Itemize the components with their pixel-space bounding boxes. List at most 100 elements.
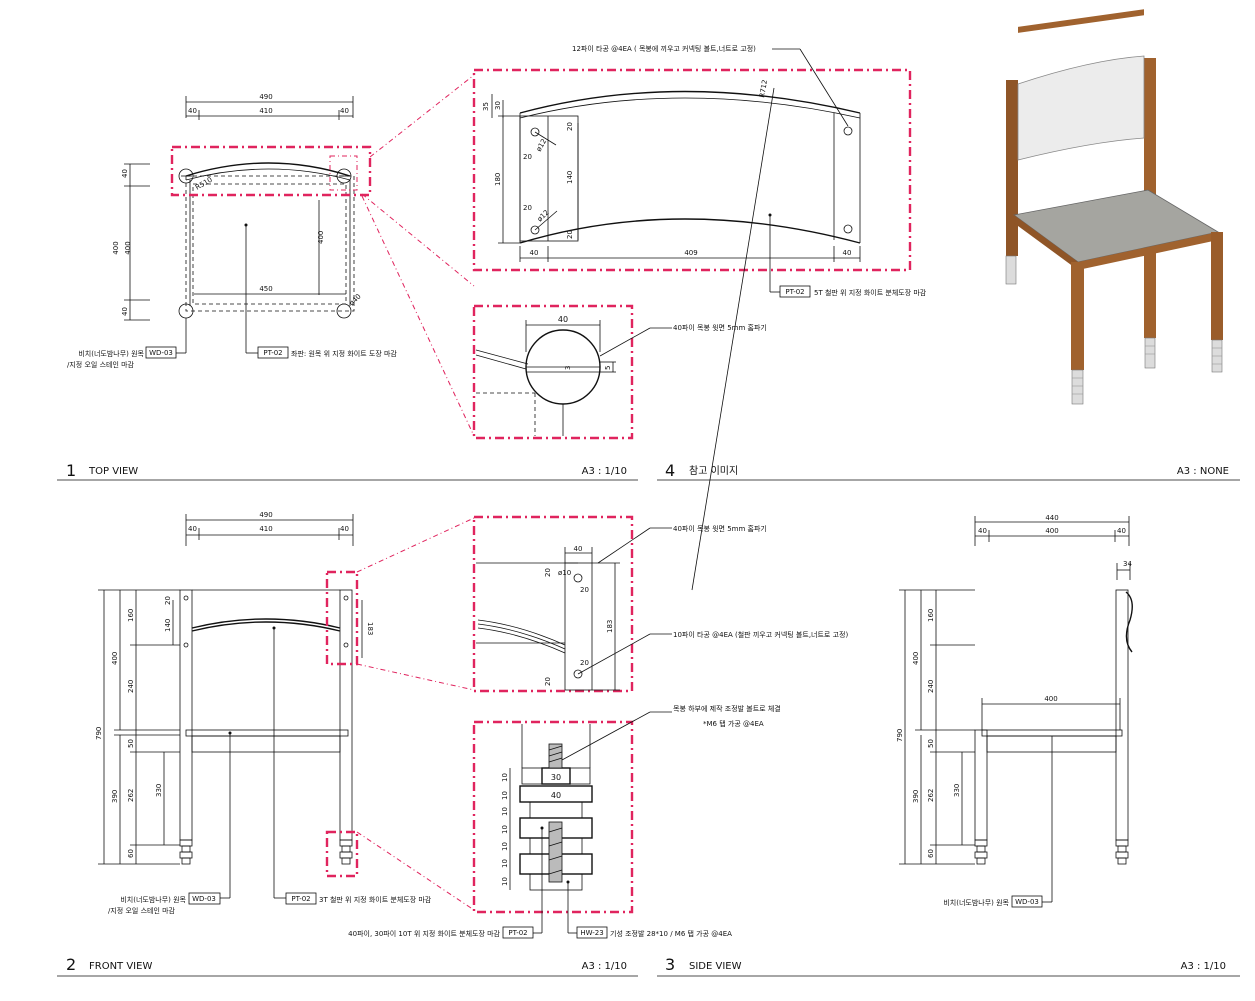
dim-foot-30: 30 (551, 773, 561, 782)
dim-top-h400: 400 (112, 241, 120, 254)
reference-chair-image (1005, 9, 1223, 405)
dim-side-400v: 400 (912, 652, 920, 665)
side-view-title: SIDE VIEW (689, 961, 742, 972)
reference-title: 참고 이미지 (689, 465, 738, 477)
dim-foot-40: 40 (551, 791, 561, 800)
tag-side-wd03: WD-03 (1015, 898, 1039, 906)
dim-detail-409: 409 (684, 249, 697, 257)
dim-plate-10: ø10 (558, 569, 571, 577)
dim-front-330: 330 (155, 784, 163, 797)
dim-side-40b: 40 (1117, 527, 1126, 535)
dim-front-50: 50 (127, 739, 135, 748)
note-front-pt02: 3T 철판 위 지정 화이트 분체도장 마감 (319, 895, 432, 904)
note-front-groove: 40파이 목봉 윗면 5mm 홈파기 (673, 524, 767, 533)
dim-plate-20d: 20 (544, 677, 552, 686)
dim-side-440: 440 (1045, 514, 1058, 522)
dim-foot-t7: 10 (501, 877, 509, 886)
dim-plate-20b: 20 (580, 586, 589, 594)
dim-front-40a: 40 (188, 525, 197, 533)
note-front-wood-l2: /지정 오일 스테인 마감 (108, 906, 176, 915)
dim-top-h400-inner: 400 (124, 241, 132, 254)
dim-detail-12a: ø12 (535, 138, 549, 153)
reference-number: 4 (665, 461, 675, 480)
note-bolt-l1: 목봉 하부에 제작 조정발 볼트로 체결 (673, 704, 781, 713)
dim-side-390: 390 (912, 790, 920, 803)
dim-side-34: 34 (1123, 560, 1132, 568)
plate-detail-drawing: 40 20 ø10 20 183 20 20 40파이 목봉 윗면 5mm 홈파… (472, 515, 848, 693)
note-foot-pt02: 40파이, 30파이 10T 위 지정 화이트 분체도장 마감 (348, 929, 500, 938)
dim-front-410: 410 (259, 525, 272, 533)
note-top-wood-l2: /지정 오일 스테인 마감 (67, 360, 135, 369)
dim-foot-t2: 10 (501, 791, 509, 800)
dim-front-490: 490 (259, 511, 272, 519)
dim-detail-20c: 20 (523, 204, 532, 212)
dim-front-60: 60 (127, 849, 135, 858)
note-bolt-l2: *M6 탭 가공 @4EA (703, 719, 764, 728)
dim-front-183: 183 (366, 622, 374, 635)
tag-foot-pt02: PT-02 (508, 929, 527, 937)
dim-top-410: 410 (259, 107, 272, 115)
front-view-number: 2 (66, 955, 76, 974)
dim-detail-35: 35 (482, 102, 490, 111)
dim-foot-t5: 10 (501, 842, 509, 851)
dim-front-160: 160 (127, 609, 135, 622)
dim-foot-t4: 10 (501, 825, 509, 834)
dim-detail-40a: 40 (530, 249, 539, 257)
dim-top-h40b: 40 (121, 307, 129, 316)
dim-plate-20c: 20 (580, 659, 589, 667)
side-view-drawing: 440 40 400 40 34 790 400 390 160 240 50 … (896, 514, 1133, 908)
dim-side-400: 400 (1045, 527, 1058, 535)
reference-scale: A3 : NONE (1177, 466, 1229, 477)
note-top-pt02: 5T 철판 위 지정 화이트 분체도장 마감 (814, 288, 927, 297)
front-view-title: FRONT VIEW (89, 961, 152, 972)
dim-side-330: 330 (953, 784, 961, 797)
dim-front-400: 400 (111, 652, 119, 665)
note-top-groove: 40파이 목봉 윗면 5mm 홈파기 (673, 323, 767, 332)
dim-plate-20a: 20 (544, 568, 552, 577)
top-view-title: TOP VIEW (88, 466, 138, 477)
dim-side-50: 50 (927, 739, 935, 748)
groove-detail-drawing: 40 3 5 40파이 목봉 윗면 5mm 홈파기 (472, 304, 767, 440)
tag-front-pt02: PT-02 (291, 895, 310, 903)
dim-detail-20a: 20 (566, 122, 574, 131)
dim-detail-40b: 40 (843, 249, 852, 257)
foot-detail-drawing: 30 40 10 10 10 10 10 10 10 목봉 하부에 제작 조정발… (348, 704, 781, 939)
dim-side-60: 60 (927, 849, 935, 858)
dim-top-40b: 40 (340, 107, 349, 115)
dim-groove-5: 5 (604, 366, 612, 370)
dim-top-450: 450 (259, 285, 272, 293)
note-top-wood-l1: 비치(너도밤나무) 원목 (78, 349, 144, 358)
side-view-scale: A3 : 1/10 (1181, 961, 1226, 972)
dim-front-790: 790 (95, 727, 103, 740)
dim-plate-40: 40 (574, 545, 583, 553)
dim-front-20: 20 (164, 596, 172, 605)
chair-front-right-leg (1211, 232, 1223, 340)
dim-foot-t3: 10 (501, 807, 509, 816)
dim-detail-12b: ø12 (536, 208, 551, 223)
chair-seat (1013, 189, 1220, 263)
tag-detail-pt02: PT-02 (785, 288, 804, 296)
dim-groove-40: 40 (558, 315, 568, 324)
front-view-drawing: 490 40 410 40 790 400 390 160 240 50 262… (95, 511, 475, 915)
dim-side-262: 262 (927, 789, 935, 802)
dim-top-490: 490 (259, 93, 272, 101)
dim-detail-30: 30 (494, 101, 502, 110)
dim-side-790: 790 (896, 729, 904, 742)
tag-foot-hw23: HW-23 (580, 929, 603, 937)
dim-side-400s: 400 (1044, 695, 1057, 703)
dim-side-40a: 40 (978, 527, 987, 535)
note-seat-pt02: 좌판: 원목 위 지정 화이트 도장 마감 (291, 349, 397, 358)
dim-plate-183: 183 (606, 620, 614, 633)
dim-front-240: 240 (127, 680, 135, 693)
top-detail-drawing: 12파이 타공 @4EA ( 목봉에 끼우고 커넥팅 볼트,너트로 고정) 35… (472, 44, 927, 591)
dim-detail-r712: R712 (758, 79, 769, 98)
tag-front-wd03: WD-03 (192, 895, 216, 903)
side-view-number: 3 (665, 955, 675, 974)
top-view-drawing: 490 40 410 40 40 400 40 400 R510 400 (67, 74, 475, 437)
dim-groove-3: 3 (564, 366, 572, 370)
note-top-hole: 12파이 타공 @4EA ( 목봉에 끼우고 커넥팅 볼트,너트로 고정) (572, 44, 756, 53)
dim-top-40a: 40 (188, 107, 197, 115)
dim-front-140: 140 (164, 619, 172, 632)
dim-top-r510: R510 (194, 176, 214, 192)
